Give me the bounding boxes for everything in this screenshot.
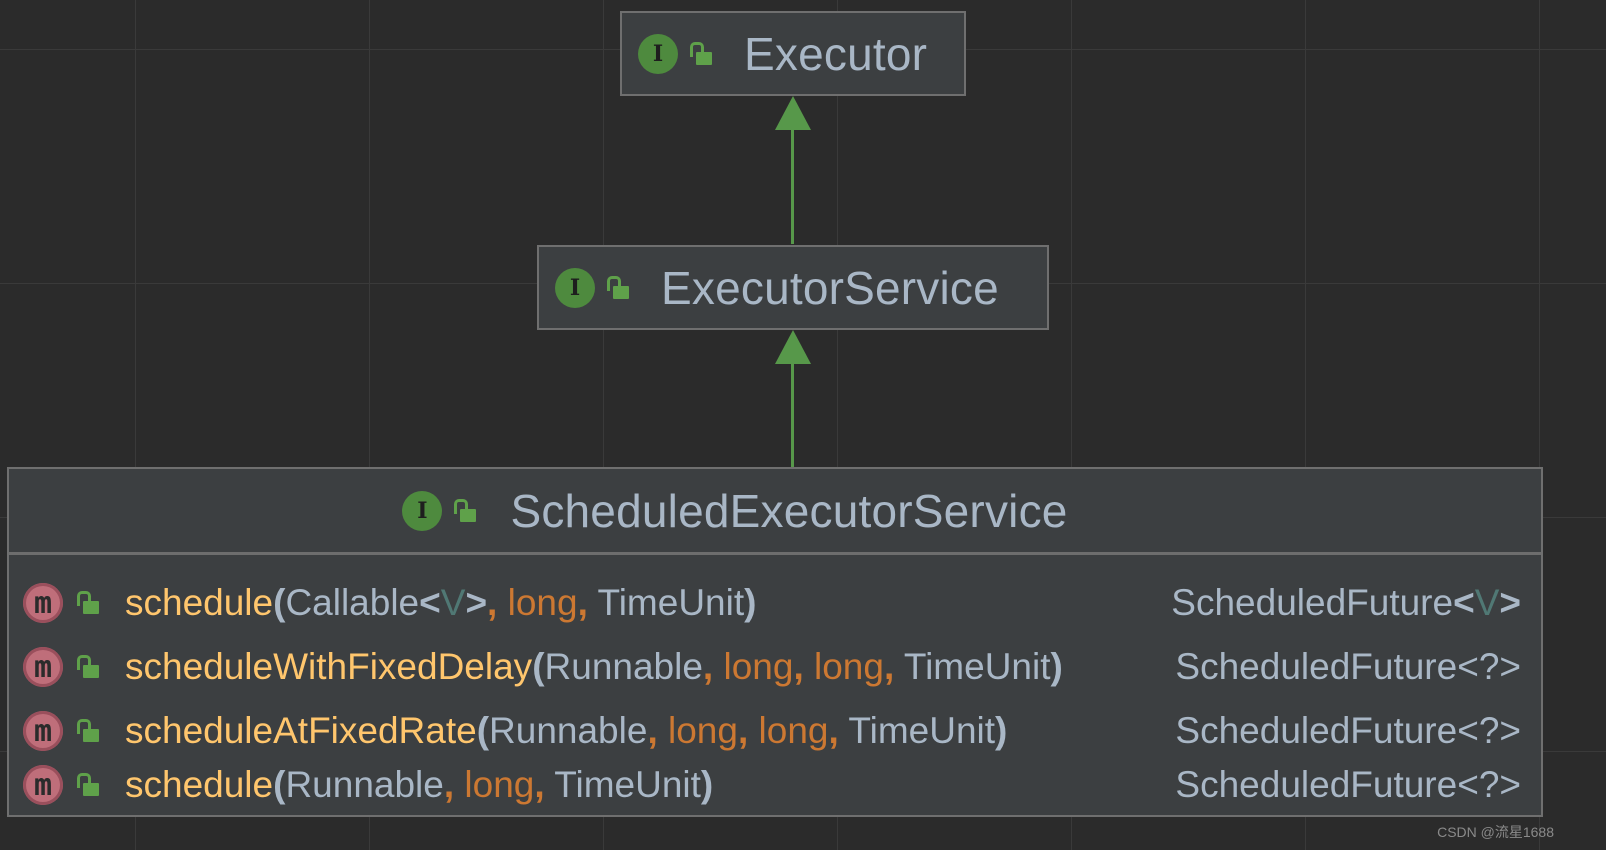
comma: , [487,582,498,623]
node-header: I ScheduledExecutorService [9,469,1541,555]
open-paren: ( [476,710,490,751]
comma: , [828,710,839,751]
public-lock-icon [77,589,101,617]
executor-node[interactable]: I Executor [620,11,966,96]
comma: , [534,764,545,805]
param-type: long [758,710,829,751]
public-lock-icon [607,274,631,302]
param-type: long [507,582,578,623]
watermark: CSDN @流星1688 [1437,824,1554,840]
executor-title: Executor [744,27,928,80]
close-paren: ) [700,764,714,805]
method-row[interactable]: m schedule(Callable<V>, long, TimeUnit) … [9,573,1541,633]
inheritance-connector [791,128,794,244]
inheritance-arrow-head [775,96,811,130]
method-signature: schedule(Runnable, long, TimeUnit) [125,764,713,806]
comma: , [443,764,455,805]
open-paren: ( [273,764,286,805]
param-type: Runnable [285,764,444,805]
interface-icon: I [638,33,678,74]
scheduled-executor-service-node[interactable]: I ScheduledExecutorService m schedule(Ca… [7,467,1543,817]
method-signature: scheduleWithFixedDelay(Runnable, long, l… [125,646,1063,688]
return-type: ScheduledFuture<?> [1175,764,1521,805]
param-type: TimeUnit [848,710,996,751]
public-lock-icon [77,717,101,745]
comma: , [647,710,658,751]
param-type: Runnable [489,710,648,751]
generic-close: > [465,582,488,623]
param-type: long [814,646,884,687]
close-paren: ) [744,582,757,623]
open-paren: ( [532,646,545,687]
param-type: long [723,646,794,687]
return-type: ScheduledFuture<?> [1175,710,1521,751]
comma: , [577,582,588,623]
method-icon: m [23,711,63,751]
close-paren: ) [1050,646,1063,687]
public-lock-icon [77,771,101,799]
comma: , [702,646,714,687]
param-type: Callable [285,582,420,623]
close-paren: ) [995,710,1008,751]
type-parameter: V [440,582,466,623]
method-name: schedule [125,764,274,805]
method-icon: m [23,647,63,687]
method-name: schedule [125,582,274,623]
public-lock-icon [454,497,478,525]
comma: , [883,646,895,687]
param-type: Runnable [544,646,703,687]
interface-icon: I [555,267,595,308]
param-type: TimeUnit [554,764,701,805]
generic-open: < [419,582,441,623]
param-type: TimeUnit [903,646,1051,687]
public-lock-icon [77,653,101,681]
inheritance-arrow-head [775,330,811,364]
comma: , [793,646,804,687]
return-type: ScheduledFuture<?> [1175,646,1521,687]
method-signature: schedule(Callable<V>, long, TimeUnit) [125,582,756,624]
executor-service-title: ExecutorService [661,261,999,314]
return-type: ScheduledFuture<V> [1171,582,1521,623]
method-row[interactable]: m scheduleAtFixedRate(Runnable, long, lo… [9,701,1541,761]
inheritance-connector [791,362,794,468]
method-row[interactable]: m scheduleWithFixedDelay(Runnable, long,… [9,637,1541,697]
method-name: scheduleWithFixedDelay [125,646,533,687]
method-row[interactable]: m schedule(Runnable, long, TimeUnit) Sch… [9,755,1541,815]
method-signature: scheduleAtFixedRate(Runnable, long, long… [125,710,1007,752]
method-icon: m [23,765,63,805]
param-type: TimeUnit [597,582,745,623]
param-type: long [464,764,535,805]
executor-service-node[interactable]: I ExecutorService [537,245,1049,330]
param-type: long [668,710,738,751]
scheduled-executor-service-title: ScheduledExecutorService [510,484,1068,537]
interface-icon: I [402,490,443,531]
comma: , [737,710,749,751]
method-icon: m [23,583,63,623]
method-name: scheduleAtFixedRate [125,710,477,751]
public-lock-icon [690,40,714,68]
open-paren: ( [273,582,286,623]
